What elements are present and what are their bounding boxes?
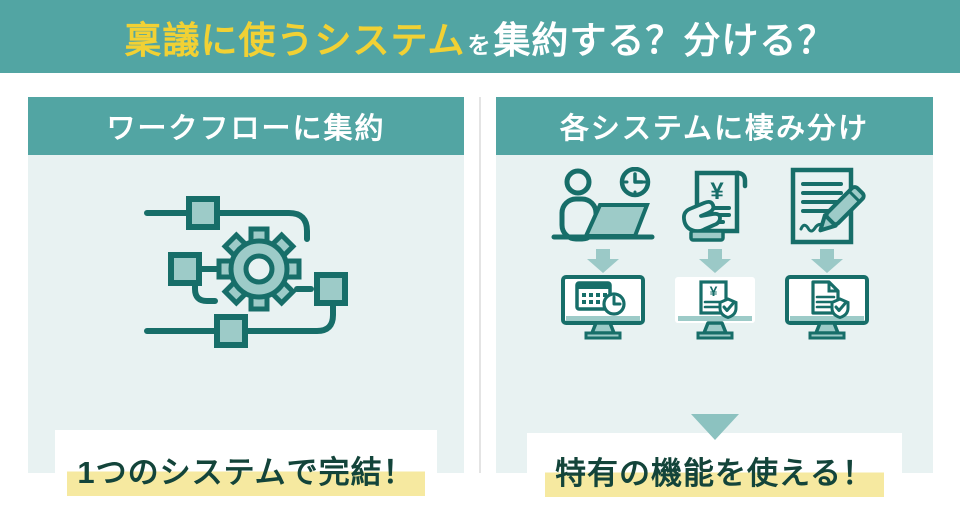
person-laptop-clock-icon [551,167,654,242]
monitor-calendar-clock-icon [560,275,645,340]
panel-workflow: ワークフローに集約 [28,97,464,510]
page-title: 稟議に使うシステム を 集約する？分ける？ [125,10,836,64]
down-arrow-icon [586,249,619,273]
panel-separate-systems: 各システムに棲み分け [496,97,933,510]
title-highlight-text: 稟議に使うシステム [124,19,466,61]
document-pen-icon [790,167,866,245]
monitor-document-shield-icon [784,275,869,340]
system-contract [771,271,883,351]
panel-separate-title: 各システムに棲み分け [496,97,933,155]
title-particle-text: を [467,31,492,58]
flow-arrow-2 [659,245,771,273]
big-down-triangle-icon [690,414,739,440]
yen-symbol: ¥ [709,283,717,299]
flow-grid: ¥ [496,165,933,351]
panel-workflow-title: ワークフローに集約 [28,97,464,155]
pen-icon [817,185,866,233]
workflow-gear-icon [144,196,348,348]
system-expense: ¥ [659,271,771,351]
clock-icon [619,167,650,198]
flow-col-expense: ¥ [659,165,771,245]
yen-symbol: ¥ [710,178,724,205]
system-attendance [547,271,659,351]
flow-arrow-3 [771,245,883,273]
title-rest-text: 集約する？分ける？ [493,19,836,61]
gear-icon [216,226,302,312]
down-arrow-icon [810,249,843,273]
conclusion-box-left: 1つのシステムで完結！ [55,430,437,510]
monitor-yen-shield-icon: ¥ [674,277,755,340]
conclusion-left-text: 1つのシステムで完結！ [67,444,425,496]
panel-divider [479,97,481,473]
signature-squiggle [799,222,824,233]
flow-col-contract [771,165,883,245]
hand-receipt-yen-icon: ¥ [681,170,747,242]
header-bar: 稟議に使うシステム を 集約する？分ける？ [0,0,960,73]
hand-shape [681,199,722,234]
shield-check-icon [718,297,737,320]
down-arrow-icon [698,249,731,273]
shield-check-icon [830,297,849,320]
conclusion-box-right: 特有の機能を使える！ [527,433,902,510]
flow-col-attendance [547,165,659,245]
panel-workflow-body: 1つのシステムで完結！ [28,155,464,510]
conclusion-right-text: 特有の機能を使える！ [544,446,885,497]
panel-separate-body: ¥ [496,155,933,510]
clock-icon [601,292,626,316]
flow-arrow-1 [547,245,659,273]
